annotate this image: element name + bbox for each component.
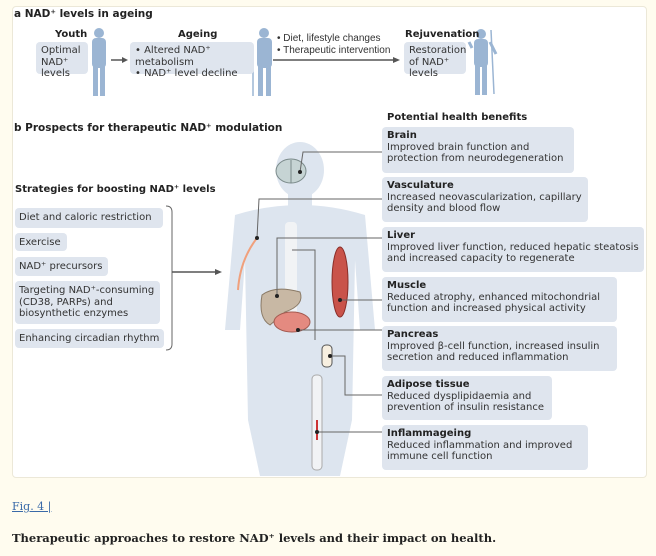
strategy-item: Targeting NAD⁺-consuming (CD38, PARPs) a… (15, 281, 160, 324)
brain-icon (275, 158, 307, 184)
youth-silhouette (92, 28, 106, 96)
panel-a-arrows (111, 57, 400, 63)
benefit-liver: Liver Improved liver function, reduced h… (382, 227, 644, 272)
benefit-text: Reduced dysplipidaemia and prevention of… (387, 390, 544, 414)
figure-caption: Therapeutic approaches to restore NAD⁺ l… (12, 531, 497, 545)
connector-dots (255, 170, 342, 434)
benefit-inflammageing: Inflammageing Reduced inflammation and i… (382, 425, 588, 470)
benefit-text: Improved brain function and protection f… (387, 141, 564, 165)
benefit-pancreas: Pancreas Improved β-cell function, incre… (382, 326, 617, 371)
strategy-item: Exercise (15, 233, 67, 251)
benefit-text: Reduced inflammation and improved immune… (387, 439, 573, 463)
strategy-item: Enhancing circadian rhythm (15, 329, 164, 348)
strategy-item: Diet and caloric restriction (15, 208, 163, 228)
youth-title: Youth (55, 29, 88, 40)
benefit-brain: Brain Improved brain function and protec… (382, 127, 574, 173)
benefit-title: Pancreas (387, 329, 439, 340)
benefits-title: Potential health benefits (387, 112, 528, 123)
strategies-arrow (172, 269, 222, 275)
blood-vessel-icon (237, 237, 258, 291)
ageing-title: Ageing (178, 29, 218, 40)
benefit-vasculature: Vasculature Increased neovascularization… (382, 177, 588, 222)
liver-icon (260, 288, 302, 326)
benefit-title: Adipose tissue (387, 379, 470, 390)
benefit-adipose: Adipose tissue Reduced dysplipidaemia an… (382, 376, 552, 420)
ageing-bullet: • NAD⁺ level decline (135, 68, 238, 79)
benefit-title: Brain (387, 130, 417, 141)
intervention-item: • Diet, lifestyle changes (277, 33, 381, 44)
benefit-muscle: Muscle Reduced atrophy, enhanced mitocho… (382, 277, 617, 322)
panel-b-title: b Prospects for therapeutic NAD⁺ modulat… (14, 122, 283, 134)
benefit-title: Muscle (387, 280, 427, 291)
body-silhouette (225, 142, 375, 476)
benefit-title: Liver (387, 230, 416, 241)
rejuvenation-title: Rejuvenation (405, 29, 480, 40)
connector-lines (256, 151, 382, 433)
rejuvenated-silhouette (467, 29, 498, 95)
youth-box: Optimal NAD⁺ levels (36, 42, 88, 79)
muscle-icon (331, 246, 349, 318)
ageing-box: • Altered NAD⁺ metabolism • NAD⁺ level d… (130, 42, 254, 79)
figure-link[interactable]: Fig. 4 | (12, 500, 52, 513)
intervention-item: • Therapeutic intervention (277, 45, 391, 56)
ageing-bullet: • Altered NAD⁺ metabolism (135, 45, 211, 68)
benefit-text: Reduced atrophy, enhanced mitochondrial … (387, 291, 600, 315)
elderly-silhouette (252, 28, 272, 96)
pancreas-icon (273, 311, 311, 333)
interventions-list: • Diet, lifestyle changes • Therapeutic … (277, 33, 390, 57)
benefit-text: Improved liver function, reduced hepatic… (387, 241, 639, 265)
strategy-item: NAD⁺ precursors (15, 257, 108, 276)
benefit-title: Vasculature (387, 180, 454, 191)
rejuvenation-box: Restoration of NAD⁺ levels (404, 42, 466, 79)
strategies-bracket (165, 205, 173, 351)
panel-a-title: a NAD⁺ levels in ageing (14, 8, 153, 20)
benefit-text: Improved β-cell function, increased insu… (387, 340, 600, 364)
benefit-title: Inflammageing (387, 428, 472, 439)
benefit-text: Increased neovascularization, capillary … (387, 191, 582, 215)
strategies-title: Strategies for boosting NAD⁺ levels (15, 184, 216, 195)
